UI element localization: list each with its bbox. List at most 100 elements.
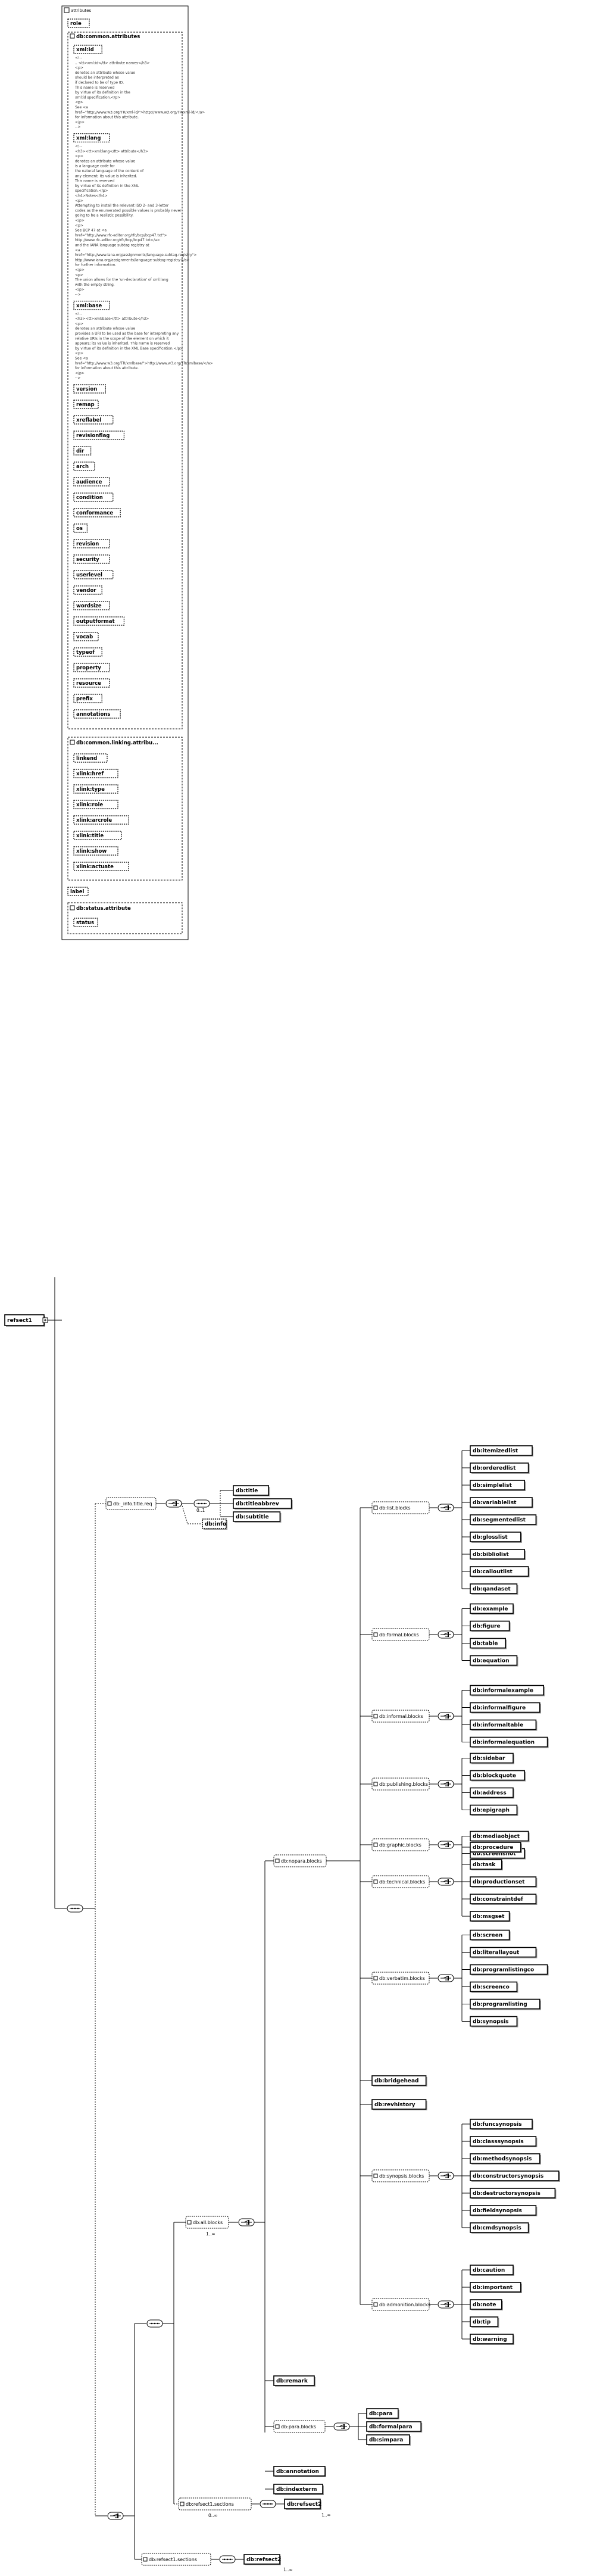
attr-xlink-title[interactable]: xlink:title	[73, 831, 122, 840]
attr-typeof[interactable]: typeof	[73, 647, 102, 657]
element-subtitle[interactable]: db:subtitle	[233, 1511, 282, 1523]
attr-linkend[interactable]: linkend	[73, 753, 108, 763]
element-informalequation[interactable]: db:informalequation	[470, 1736, 549, 1748]
attr-property[interactable]: property	[73, 663, 110, 672]
element-informalfigure[interactable]: db:informalfigure	[470, 1702, 541, 1714]
element-titleabbrev[interactable]: db:titleabbrev	[233, 1498, 293, 1510]
element-constructorsynopsis[interactable]: db:constructorsynopsis	[470, 2170, 560, 2182]
attr-prefix[interactable]: prefix	[73, 694, 102, 703]
element-caution[interactable]: db:caution	[470, 2265, 514, 2276]
element-procedure[interactable]: db:procedure	[470, 1842, 522, 1853]
attr-xlink-actuate[interactable]: xlink:actuate	[73, 862, 129, 871]
element-fieldsynopsis[interactable]: db:fieldsynopsis	[470, 2205, 538, 2216]
element-formalpara[interactable]: db:formalpara	[366, 2421, 423, 2432]
element-tip[interactable]: db:tip	[470, 2316, 499, 2328]
attr-outputformat[interactable]: outputformat	[73, 616, 125, 626]
element-qandaset[interactable]: db:qandaset	[470, 1583, 518, 1595]
element-address[interactable]: db:address	[470, 1787, 514, 1799]
element-screenco[interactable]: db:screenco	[470, 1981, 518, 1993]
element-refsect2[interactable]: db:refsect2	[284, 2499, 321, 2510]
publishing-blocks-group[interactable]: db:publishing.blocks	[371, 1777, 430, 1791]
attr-userlevel[interactable]: userlevel	[73, 570, 114, 579]
attr-status[interactable]: status	[73, 918, 98, 927]
element-info[interactable]: db:info	[202, 1518, 227, 1530]
element-epigraph[interactable]: db:epigraph	[470, 1804, 518, 1816]
attr-os[interactable]: os	[73, 523, 88, 533]
list-blocks-group[interactable]: db:list.blocks	[371, 1501, 430, 1514]
attr-revision[interactable]: revision	[73, 539, 110, 548]
element-msgset[interactable]: db:msgset	[470, 1911, 511, 1922]
attr-xlink-role[interactable]: xlink:role	[73, 800, 118, 809]
informal-blocks-group[interactable]: db:informal.blocks	[371, 1710, 430, 1723]
element-table[interactable]: db:table	[470, 1638, 507, 1649]
element-literallayout[interactable]: db:literallayout	[470, 1947, 538, 1958]
attr-revisionflag[interactable]: revisionflag	[73, 431, 125, 440]
refsect1-sections-group-optional[interactable]: db:refsect1.sections	[178, 2497, 252, 2510]
element-bibliolist[interactable]: db:bibliolist	[470, 1549, 526, 1560]
element-bridgehead[interactable]: db:bridgehead	[371, 2075, 427, 2087]
root-element-refsect1[interactable]: refsect1	[4, 1314, 48, 1327]
element-task[interactable]: db:task	[470, 1859, 503, 1870]
attr-dir[interactable]: dir	[73, 446, 92, 456]
attr-xml-lang[interactable]: xml:lang	[73, 133, 110, 143]
attr-role[interactable]: role	[67, 18, 90, 28]
element-sidebar[interactable]: db:sidebar	[470, 1752, 514, 1764]
element-cmdsynopsis[interactable]: db:cmdsynopsis	[470, 2222, 530, 2234]
element-screen[interactable]: db:screen	[470, 1929, 511, 1941]
element-classsynopsis[interactable]: db:classsynopsis	[470, 2136, 538, 2147]
attr-conformance[interactable]: conformance	[73, 508, 121, 517]
element-warning[interactable]: db:warning	[470, 2334, 514, 2345]
attr-arch[interactable]: arch	[73, 461, 95, 471]
element-revhistory[interactable]: db:revhistory	[371, 2099, 427, 2110]
element-segmentedlist[interactable]: db:segmentedlist	[470, 1514, 538, 1526]
element-example[interactable]: db:example	[470, 1603, 514, 1615]
attr-wordsize[interactable]: wordsize	[73, 601, 110, 610]
element-methodsynopsis[interactable]: db:methodsynopsis	[470, 2153, 541, 2165]
element-informaltable[interactable]: db:informaltable	[470, 1719, 538, 1731]
para-blocks-group[interactable]: db:para.blocks	[273, 2420, 326, 2433]
collapse-icon[interactable]	[64, 7, 70, 13]
element-informalexample[interactable]: db:informalexample	[470, 1685, 545, 1696]
element-orderedlist[interactable]: db:orderedlist	[470, 1462, 530, 1474]
attr-annotations[interactable]: annotations	[73, 709, 121, 719]
refsect1-sections-group[interactable]: db:refsect1.sections	[141, 2553, 211, 2566]
element-para[interactable]: db:para	[366, 2408, 399, 2419]
all-blocks-group[interactable]: db:all.blocks	[185, 2216, 229, 2229]
collapse-icon[interactable]	[70, 740, 75, 745]
element-productionset[interactable]: db:productionset	[470, 1876, 538, 1888]
attr-xlink-show[interactable]: xlink:show	[73, 846, 118, 856]
collapse-icon[interactable]	[70, 905, 75, 910]
synopsis-blocks-group[interactable]: db:synopsis.blocks	[371, 2169, 430, 2182]
element-itemizedlist[interactable]: db:itemizedlist	[470, 1445, 533, 1457]
technical-blocks-group[interactable]: db:technical.blocks	[371, 1875, 430, 1888]
element-glosslist[interactable]: db:glosslist	[470, 1532, 522, 1543]
element-note[interactable]: db:note	[470, 2299, 503, 2310]
attr-vendor[interactable]: vendor	[73, 585, 102, 595]
attr-vocab[interactable]: vocab	[73, 632, 99, 641]
element-destructorsynopsis[interactable]: db:destructorsynopsis	[470, 2188, 557, 2199]
collapse-icon[interactable]	[70, 33, 75, 39]
attr-xml-id[interactable]: xml:id	[73, 45, 102, 54]
attr-remap[interactable]: remap	[73, 400, 99, 409]
nopara-blocks-group[interactable]: db:nopara.blocks	[273, 1854, 327, 1867]
element-programlisting[interactable]: db:programlisting	[470, 1998, 541, 2010]
verbatim-blocks-group[interactable]: db:verbatim.blocks	[371, 1972, 430, 1985]
formal-blocks-group[interactable]: db:formal.blocks	[371, 1628, 430, 1641]
graphic-blocks-group[interactable]: db:graphic.blocks	[371, 1838, 430, 1851]
element-variablelist[interactable]: db:variablelist	[470, 1497, 533, 1508]
element-equation[interactable]: db:equation	[470, 1655, 518, 1667]
attr-version[interactable]: version	[73, 384, 107, 394]
element-annotation[interactable]: db:annotation	[273, 2466, 326, 2477]
attr-xlink-href[interactable]: xlink:href	[73, 769, 118, 778]
element-calloutlist[interactable]: db:calloutlist	[470, 1566, 530, 1577]
element-remark[interactable]: db:remark	[273, 2375, 315, 2387]
admonition-blocks-group[interactable]: db:admonition.blocks	[371, 2298, 430, 2311]
element-synopsis[interactable]: db:synopsis	[470, 2016, 518, 2028]
element-indexterm[interactable]: db:indexterm	[273, 2484, 324, 2495]
attr-xlink-type[interactable]: xlink:type	[73, 784, 118, 794]
attr-condition[interactable]: condition	[73, 492, 114, 502]
element-simplelist[interactable]: db:simplelist	[470, 1480, 526, 1491]
attr-label[interactable]: label	[67, 887, 89, 896]
element-funcsynopsis[interactable]: db:funcsynopsis	[470, 2119, 533, 2130]
attr-audience[interactable]: audience	[73, 477, 110, 486]
